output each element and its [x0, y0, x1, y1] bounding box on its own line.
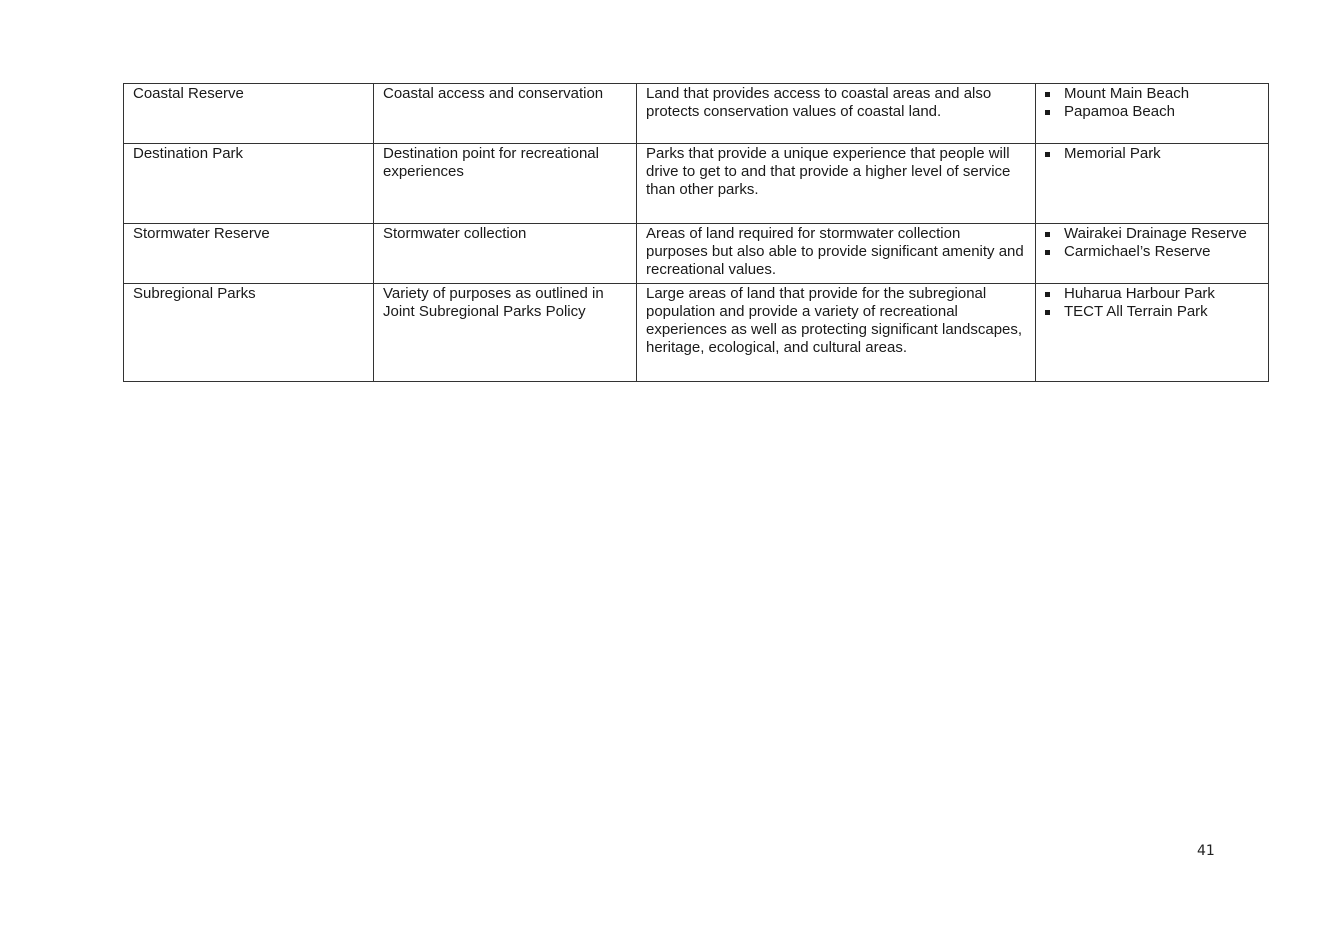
- example-label: Carmichael’s Reserve: [1064, 243, 1211, 260]
- examples-cell: Huharua Harbour Park TECT All Terrain Pa…: [1035, 283, 1269, 382]
- purpose-cell: Coastal access and conservation: [373, 83, 637, 144]
- list-item: TECT All Terrain Park: [1042, 303, 1264, 321]
- example-label: Memorial Park: [1064, 145, 1161, 162]
- table-row: Destination Park Destination point for r…: [123, 143, 1269, 224]
- list-item: Wairakei Drainage Reserve: [1042, 225, 1264, 243]
- list-item: Carmichael’s Reserve: [1042, 243, 1264, 261]
- examples-cell: Wairakei Drainage Reserve Carmichael’s R…: [1035, 223, 1269, 284]
- examples-cell: Mount Main Beach Papamoa Beach: [1035, 83, 1269, 144]
- example-label: TECT All Terrain Park: [1064, 303, 1208, 320]
- square-bullet-icon: [1045, 250, 1050, 255]
- examples-list: Huharua Harbour Park TECT All Terrain Pa…: [1042, 285, 1264, 321]
- purpose-cell: Variety of purposes as outlined in Joint…: [373, 283, 637, 382]
- square-bullet-icon: [1045, 110, 1050, 115]
- list-item: Mount Main Beach: [1042, 85, 1264, 103]
- parks-classification-table: Coastal Reserve Coastal access and conse…: [123, 83, 1269, 382]
- purpose-cell: Stormwater collection: [373, 223, 637, 284]
- category-cell: Stormwater Reserve: [123, 223, 374, 284]
- square-bullet-icon: [1045, 152, 1050, 157]
- description-cell: Parks that provide a unique experience t…: [636, 143, 1036, 224]
- example-label: Huharua Harbour Park: [1064, 285, 1215, 302]
- table-row: Stormwater Reserve Stormwater collection…: [123, 223, 1269, 284]
- table-row: Coastal Reserve Coastal access and conse…: [123, 83, 1269, 144]
- description-cell: Land that provides access to coastal are…: [636, 83, 1036, 144]
- examples-list: Mount Main Beach Papamoa Beach: [1042, 85, 1264, 121]
- list-item: Memorial Park: [1042, 145, 1264, 163]
- example-label: Wairakei Drainage Reserve: [1064, 225, 1247, 242]
- purpose-cell: Destination point for recreational exper…: [373, 143, 637, 224]
- square-bullet-icon: [1045, 292, 1050, 297]
- square-bullet-icon: [1045, 92, 1050, 97]
- description-cell: Areas of land required for stormwater co…: [636, 223, 1036, 284]
- examples-cell: Memorial Park: [1035, 143, 1269, 224]
- table-row: Subregional Parks Variety of purposes as…: [123, 283, 1269, 382]
- example-label: Mount Main Beach: [1064, 85, 1190, 102]
- category-cell: Coastal Reserve: [123, 83, 374, 144]
- examples-list: Wairakei Drainage Reserve Carmichael’s R…: [1042, 225, 1264, 261]
- page-number: 41: [1197, 843, 1215, 859]
- list-item: Papamoa Beach: [1042, 103, 1264, 121]
- examples-list: Memorial Park: [1042, 145, 1264, 163]
- example-label: Papamoa Beach: [1064, 103, 1175, 120]
- square-bullet-icon: [1045, 232, 1050, 237]
- description-cell: Large areas of land that provide for the…: [636, 283, 1036, 382]
- category-cell: Destination Park: [123, 143, 374, 224]
- square-bullet-icon: [1045, 310, 1050, 315]
- category-cell: Subregional Parks: [123, 283, 374, 382]
- list-item: Huharua Harbour Park: [1042, 285, 1264, 303]
